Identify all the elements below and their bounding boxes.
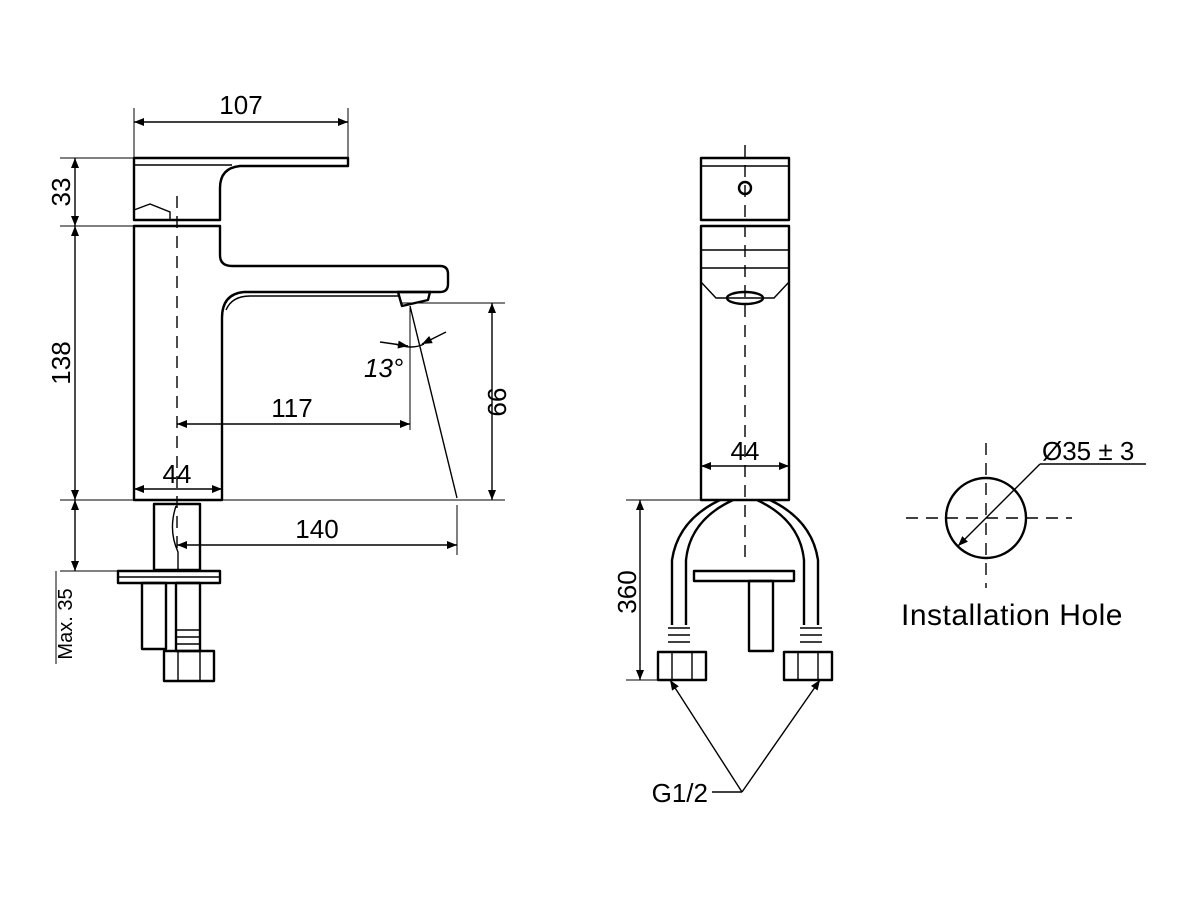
hose-nut-facets [177, 651, 201, 681]
tap-body-outline [132, 224, 450, 502]
hose-left [670, 498, 734, 625]
side-view: 107 33 138 99 117 44 140 Max. 35 13° [46, 90, 512, 683]
fixing-stud [140, 581, 168, 651]
diameter-leader [957, 463, 1041, 547]
dim-360-label: 360 [612, 570, 642, 613]
dim-138-label: 138 [46, 341, 76, 384]
dim-33-label: 33 [46, 178, 76, 207]
front-handle [699, 156, 791, 222]
angle-arrow-right [421, 331, 447, 345]
hose-right [756, 498, 820, 625]
handle-pivot [133, 203, 171, 220]
dim-117-label: 117 [271, 393, 312, 423]
installation-hole-circle [944, 476, 1028, 560]
side-extension-lines [60, 108, 505, 572]
dim-max35-label: Max. 35 [55, 588, 77, 659]
front-hose-rings [668, 627, 822, 643]
dim-44-side-label: 44 [163, 459, 192, 489]
hose-tail [171, 505, 179, 570]
installation-hole-caption: Installation Hole [901, 599, 1123, 632]
thread-label: G1/2 [652, 778, 708, 808]
aerator [396, 290, 432, 308]
thread-nut-left [656, 650, 708, 682]
spout-inner-line [225, 295, 400, 311]
installation-hole-view: Ø35 ± 3 Installation Hole [901, 436, 1146, 632]
dim-107-label: 107 [219, 90, 262, 120]
hose-nut [162, 649, 216, 683]
front-stud [747, 579, 775, 653]
thread-nut-right [782, 650, 834, 682]
hose-rings [176, 629, 200, 645]
thread-leader-left [669, 679, 743, 793]
angle-label: 13° [364, 353, 403, 383]
dim-44-front-label: 44 [731, 436, 760, 466]
spray-line [409, 305, 458, 499]
dim-99-label: 99 [482, 388, 512, 417]
front-body [699, 224, 791, 502]
front-view: 44 360 G1/2 [612, 145, 834, 808]
hose-pipe [174, 581, 202, 653]
thread-nut-facets [671, 652, 819, 680]
front-mounting-plate [692, 569, 796, 583]
handle-outline [132, 156, 350, 222]
thread-leader-right [741, 679, 821, 793]
front-spout [700, 281, 790, 299]
angle-arrow-left [379, 340, 409, 349]
dim-140-label: 140 [295, 514, 338, 544]
diameter-label: Ø35 ± 3 [1042, 436, 1134, 466]
